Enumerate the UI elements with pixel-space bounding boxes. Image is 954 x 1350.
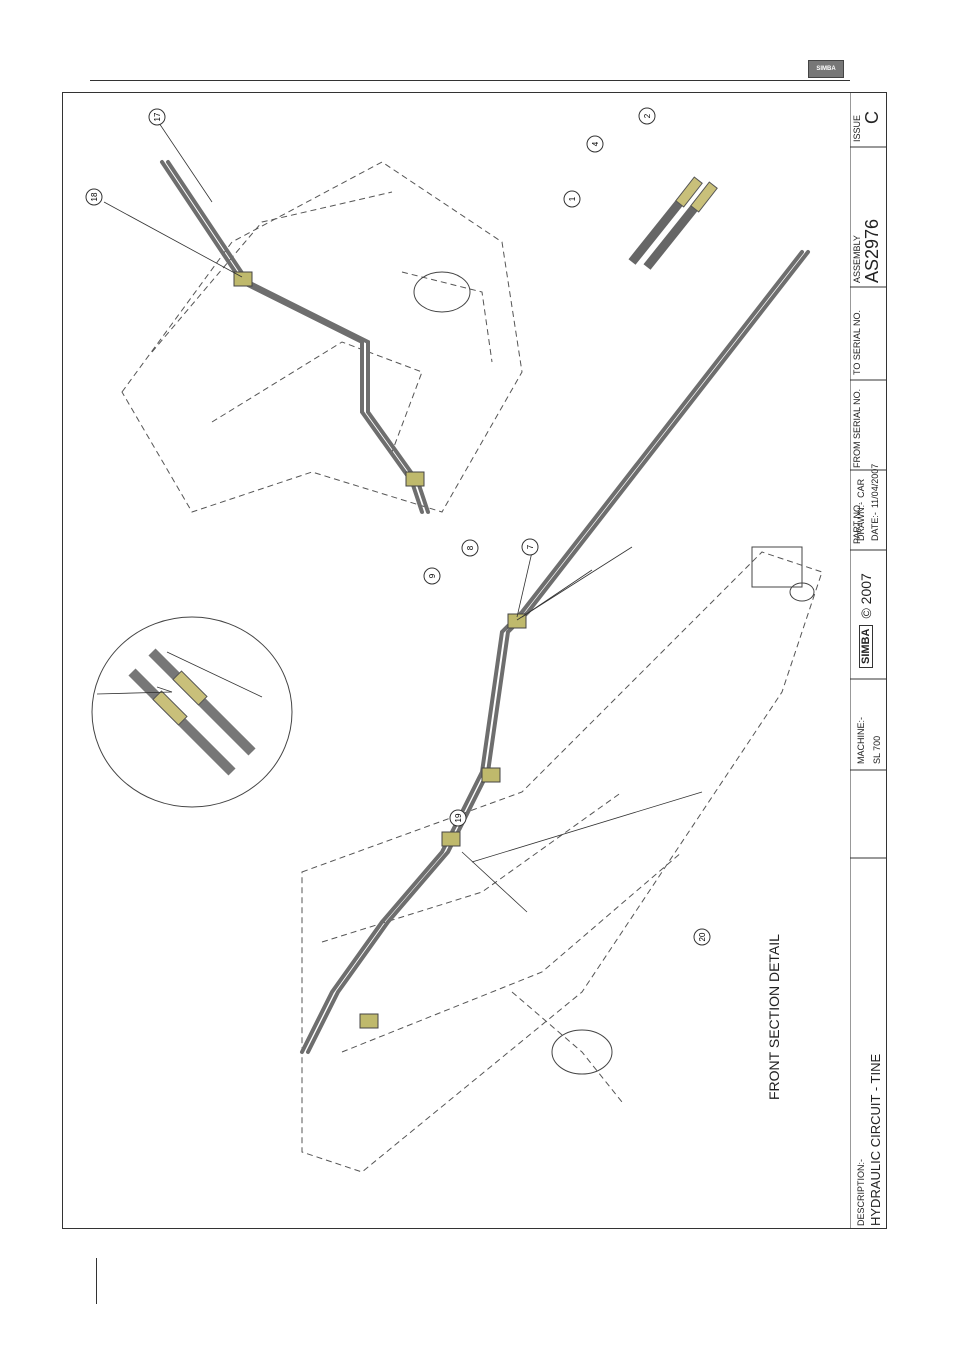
issue-label: ISSUE [852, 115, 862, 142]
machine-label: MACHINE:- [856, 717, 866, 764]
brand-mark: SIMBA [859, 625, 873, 668]
brand-row: SIMBA © 2007 [858, 573, 874, 668]
drawing-frame [62, 92, 887, 1229]
to-serial-label: TO SERIAL NO. [852, 310, 862, 375]
date-row: DATE:- 11/04/2007 [870, 464, 880, 541]
issue-value: C [862, 111, 883, 124]
description-value: HYDRAULIC CIRCUIT - TINE [868, 1054, 883, 1226]
date-value: 11/04/2007 [870, 464, 880, 508]
assembly-label: ASSEMBLY [852, 235, 862, 283]
logo-text: SIMBA [809, 61, 843, 77]
drawn-label: DRAWN:- [856, 502, 866, 541]
drawn-row: DRAWN:- CAR [856, 479, 866, 541]
date-label: DATE:- [870, 512, 880, 541]
description-label: DESCRIPTION:- [856, 1159, 866, 1226]
footer-rule [96, 1258, 97, 1304]
from-serial-label: FROM SERIAL NO. [852, 389, 862, 468]
drawn-value: CAR [856, 479, 866, 498]
header-rule [90, 80, 850, 81]
simba-logo: SIMBA [808, 60, 844, 78]
assembly-value: AS2976 [862, 219, 883, 283]
machine-value: SL 700 [872, 736, 882, 764]
copyright: © 2007 [858, 573, 874, 618]
